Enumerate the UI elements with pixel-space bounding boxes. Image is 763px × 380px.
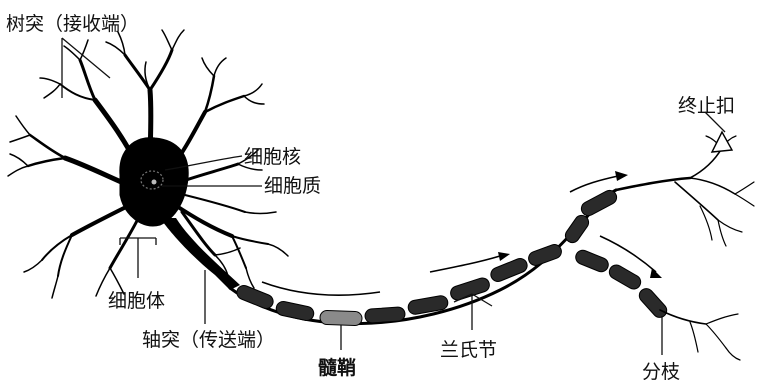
label-cell-body: 细胞体 xyxy=(108,290,165,312)
label-terminal-button: 终止扣 xyxy=(678,95,735,117)
signal-flow-arrows xyxy=(262,171,662,295)
label-myelin: 髓鞘 xyxy=(318,356,356,379)
axon-terminals xyxy=(616,136,754,360)
myelin-sheath xyxy=(235,188,670,326)
nucleus xyxy=(141,171,163,189)
label-dendrite: 树突（接收端） xyxy=(6,13,139,35)
axon-hillock xyxy=(160,218,240,290)
label-node-of-ranvier: 兰氏节 xyxy=(440,339,497,361)
label-cytoplasm: 细胞质 xyxy=(264,175,321,197)
label-branch: 分枝 xyxy=(642,361,680,380)
label-axon: 轴突（传送端） xyxy=(142,329,275,351)
nucleolus xyxy=(152,180,157,185)
label-nucleus: 细胞核 xyxy=(244,146,301,168)
